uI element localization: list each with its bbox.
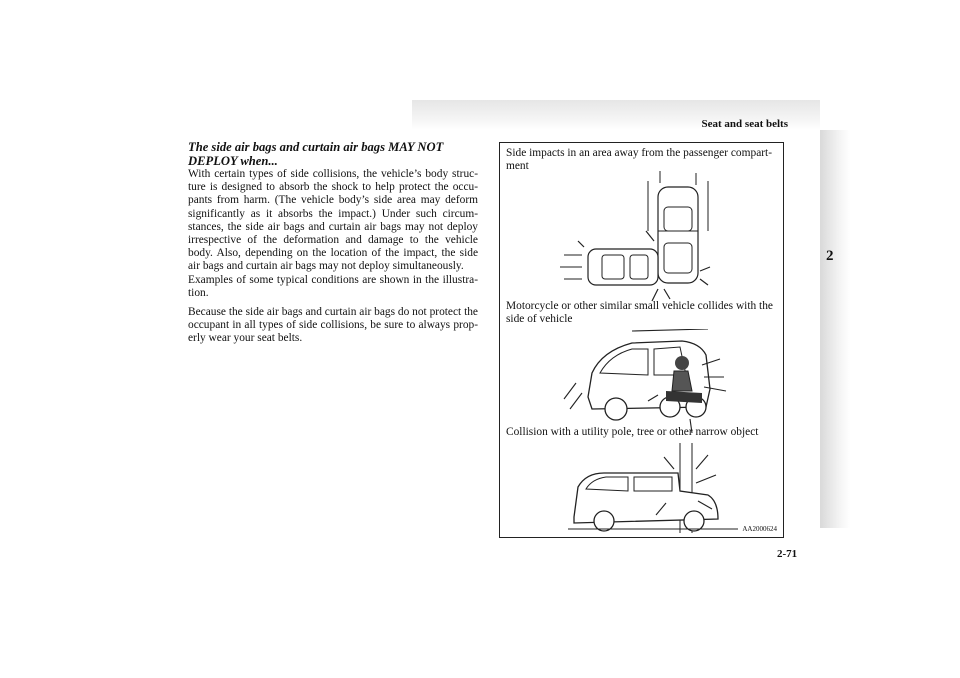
figure-code: AA2000624 (742, 525, 777, 533)
header-band (412, 100, 820, 130)
side-impact-illustration (560, 171, 711, 302)
figure-caption-utility-pole: Collision with a utility pole, tree or o… (506, 426, 759, 438)
paragraph: Examples of some typical conditions are … (188, 273, 478, 299)
paragraph: Because the side air bags and curtain ai… (188, 306, 478, 345)
chapter-number: 2 (826, 248, 834, 264)
subsection-heading: The side air bags and curtain air bags M… (188, 140, 444, 168)
paragraph: With certain types of side collisions, t… (188, 168, 478, 273)
chapter-side-tab (820, 130, 850, 528)
illustration-box: Side impacts in an area away from the pa… (499, 142, 784, 538)
motorcycle-impact-illustration (563, 329, 727, 434)
section-title: Seat and seat belts (701, 118, 788, 130)
body-text-column: The side air bags and curtain air bags M… (188, 140, 478, 352)
pole-impact-illustration (568, 443, 738, 533)
figure-caption-motorcycle: Motorcycle or other similar small vehicl… (506, 300, 773, 325)
figure-caption-side-impact: Side impacts in an area away from the pa… (506, 147, 772, 172)
page-number: 2-71 (777, 548, 798, 560)
